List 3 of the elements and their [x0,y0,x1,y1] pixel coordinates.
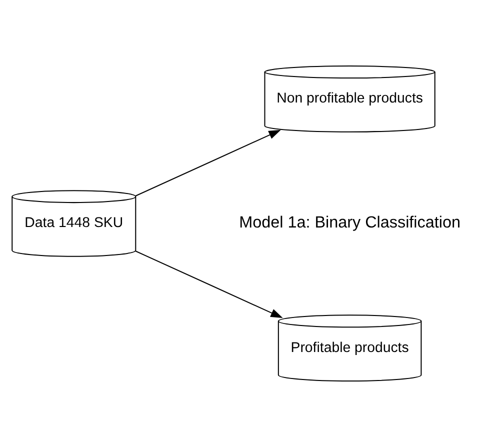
arrow [135,250,283,318]
label: Model 1a: Binary Classification [239,213,460,232]
arrow [135,130,281,196]
